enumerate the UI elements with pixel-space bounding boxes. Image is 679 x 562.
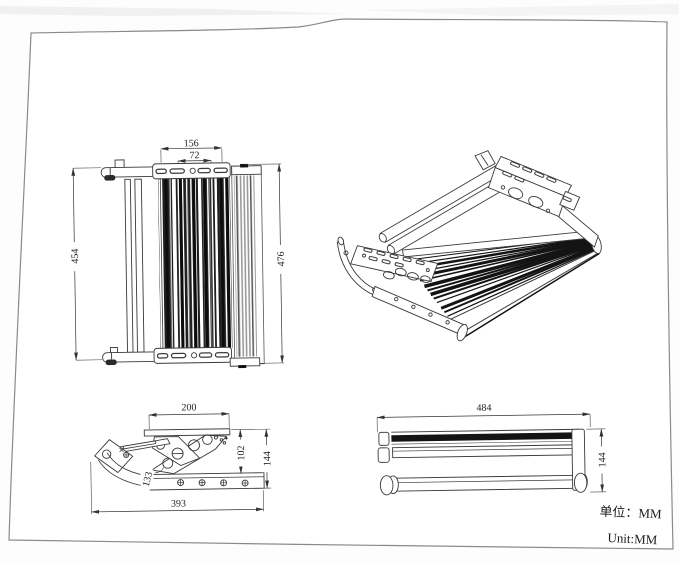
unit-label-cn: 单位：MM <box>599 504 662 522</box>
unit-note: 单位：MM Unit:MM <box>599 504 662 548</box>
front-upper-tube <box>392 444 581 459</box>
dim-label-bend: 133 <box>141 471 155 488</box>
pivot-tube-bottom <box>102 347 159 366</box>
top-view-dimensions <box>68 146 287 364</box>
unit-label-en: Unit:MM <box>607 530 658 547</box>
pivot-tube-top <box>100 159 157 181</box>
background-streak <box>0 6 350 16</box>
dim-label-front-height: 144 <box>597 452 608 467</box>
iso-link-rails <box>378 164 511 255</box>
isometric-view <box>336 150 602 342</box>
front-left-brackets <box>377 431 394 496</box>
front-view-dimensions <box>376 412 607 493</box>
dim-label-front-width: 484 <box>476 403 491 414</box>
side-top-plate <box>143 428 231 437</box>
slide-panel <box>229 163 265 369</box>
side-view-dimensions <box>90 411 272 514</box>
dim-label-side-overall-height: 144 <box>262 451 273 466</box>
mounting-bracket-bottom <box>153 346 233 364</box>
side-link-arm <box>112 438 171 454</box>
dim-label-outer-width: 156 <box>184 138 199 149</box>
dim-label-left-length: 454 <box>70 249 81 264</box>
dim-label-plate-width: 200 <box>181 402 196 413</box>
side-left-bracket <box>93 439 134 474</box>
front-view: 484 144 <box>376 403 608 496</box>
iso-tread <box>404 236 600 339</box>
dim-label-overall-length: 393 <box>171 498 186 509</box>
top-view: 156 72 454 476 <box>68 138 287 369</box>
side-bottom-bar <box>149 472 265 491</box>
dim-label-upper-height: 102 <box>236 445 247 460</box>
iso-upper-bracket <box>474 150 581 218</box>
dim-label-inner-width: 72 <box>189 150 199 161</box>
mounting-bracket-top <box>152 162 231 180</box>
front-tread-edge <box>391 432 580 442</box>
dim-label-right-length: 476 <box>276 251 287 266</box>
iso-lower-bracket <box>350 245 439 283</box>
angle-arc <box>154 467 165 474</box>
tread-stripes <box>157 176 233 349</box>
side-view: 200 133 102 144 393 <box>90 402 273 514</box>
background-streak <box>360 4 679 16</box>
iso-front-rail <box>371 285 468 342</box>
front-right-bracket <box>571 428 588 493</box>
